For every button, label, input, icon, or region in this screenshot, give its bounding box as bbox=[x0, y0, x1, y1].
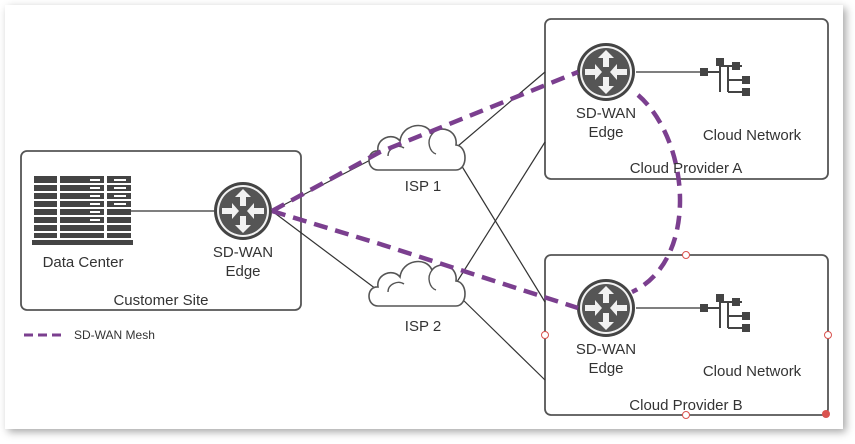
provider-a-box bbox=[544, 18, 829, 180]
provider-b-label: Cloud Provider B bbox=[629, 397, 743, 414]
provider-a-router-icon bbox=[577, 43, 635, 101]
isp1-label: ISP 1 bbox=[404, 178, 442, 195]
customer-edge-label-line1: SD-WAN bbox=[212, 244, 274, 261]
resize-handle[interactable] bbox=[822, 410, 830, 418]
provider-a-label: Cloud Provider A bbox=[629, 160, 743, 177]
provider-b-router-icon bbox=[577, 279, 635, 337]
isp2-label: ISP 2 bbox=[404, 318, 442, 335]
customer-router-icon bbox=[214, 182, 272, 240]
customer-site-label: Customer Site bbox=[113, 292, 209, 309]
customer-edge-label-line2: Edge bbox=[225, 263, 261, 280]
provider-a-edge-label-line2: Edge bbox=[588, 124, 624, 141]
selection-handles[interactable] bbox=[541, 251, 832, 419]
provider-b-edge-label-line1: SD-WAN bbox=[575, 341, 637, 358]
provider-b-box bbox=[544, 254, 829, 416]
sdwan-mesh-lines bbox=[270, 69, 683, 311]
provider-a-edge-label-line1: SD-WAN bbox=[575, 105, 637, 122]
isp1-cloud-icon bbox=[368, 124, 466, 171]
data-center-label: Data Center bbox=[42, 254, 124, 271]
provider-a-network-label: Cloud Network bbox=[702, 127, 802, 144]
server-rack-icon bbox=[32, 176, 133, 245]
provider-b-network-label: Cloud Network bbox=[702, 363, 802, 380]
legend-label: SD-WAN Mesh bbox=[74, 328, 155, 342]
provider-b-edge-label-line2: Edge bbox=[588, 360, 624, 377]
